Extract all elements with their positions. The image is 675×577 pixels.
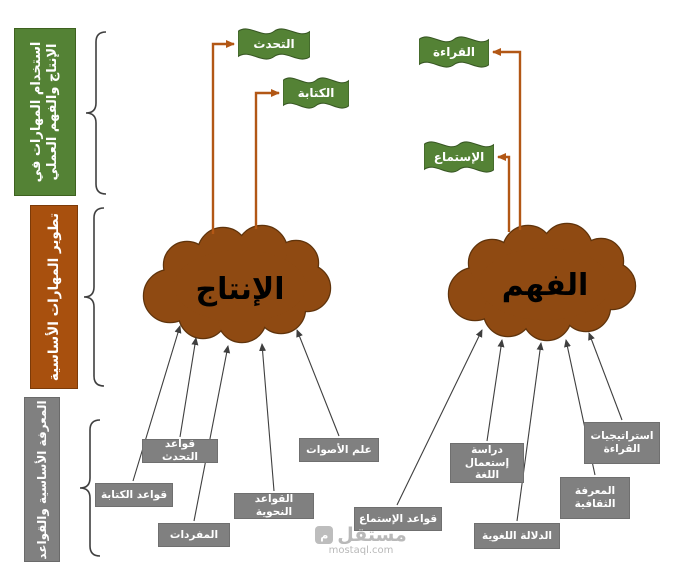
mostaql-logo-icon: م: [315, 526, 334, 544]
arrow-vocabulary: [193, 345, 231, 522]
arrow-phonetics: [296, 329, 340, 437]
arrow-grammar-rules: [259, 343, 275, 492]
connector-comprehension-reading: [492, 48, 522, 230]
production-cloud: [142, 224, 332, 344]
box-semantics: الدلالة اللغوية: [474, 523, 560, 549]
watermark-domain: mostaql.com: [328, 545, 394, 556]
comprehension-cloud: [447, 222, 637, 342]
flag-writing-label: الكتابة: [297, 86, 335, 100]
box-listening-rules: قواعد الإستماع: [354, 507, 442, 531]
flag-shape: [238, 28, 310, 60]
flag-listening-label: الإستماع: [433, 150, 485, 164]
box-language-use: دراسة إستعمال اللغة: [450, 443, 524, 483]
comprehension-cloud-label: الفهم: [501, 267, 589, 303]
brace-development: [83, 207, 105, 387]
box-writing-rules: قواعد الكتابة: [95, 483, 173, 507]
arrow-listening-rules: [396, 329, 483, 506]
stage-development-label: تطوير المهارات الأساسية: [45, 212, 62, 382]
watermark-name: مستقل: [337, 524, 407, 546]
box-phonetics: علم الأصوات: [299, 438, 379, 462]
brace-foundation: [79, 419, 101, 557]
flag-reading-label: القراءة: [432, 45, 476, 59]
box-cultural-knowledge: المعرفة الثقافية: [560, 477, 630, 519]
connector-production-writing: [254, 89, 280, 229]
watermark: م مستقل mostaql.com: [315, 524, 407, 556]
flag-writing: الكتابة: [283, 73, 349, 113]
flag-shape: [283, 77, 349, 109]
stage-usage-label: استخدام المهارات في الإنتاج والفهم العمل…: [28, 41, 60, 183]
stage-foundation-box: المعرفة الأساسية والقواعد: [24, 397, 60, 562]
stage-foundation-label: المعرفة الأساسية والقواعد: [34, 399, 49, 560]
flag-shape: [424, 141, 494, 173]
box-speaking-rules: قواعد التحدث: [142, 438, 218, 463]
flag-listening: الإستماع: [424, 137, 494, 177]
stage-development-box: تطوير المهارات الأساسية: [30, 205, 78, 389]
arrow-speaking-rules: [179, 337, 199, 438]
watermark-row: م مستقل: [315, 524, 407, 546]
flag-speaking: التحدث: [238, 24, 310, 64]
flag-shape: [419, 36, 489, 68]
arrow-reading-strategies: [588, 332, 623, 421]
connector-production-speaking: [211, 40, 235, 234]
arrow-language-use: [486, 339, 505, 442]
box-reading-strategies: استراتيجيات القراءة: [584, 422, 660, 464]
box-vocabulary: المفردات: [158, 523, 230, 547]
brace-usage: [85, 31, 107, 195]
flag-speaking-label: التحدث: [253, 37, 295, 51]
production-cloud-label: الإنتاج: [195, 271, 285, 307]
stage-usage-box: استخدام المهارات في الإنتاج والفهم العمل…: [14, 28, 76, 196]
flag-reading: القراءة: [419, 32, 489, 72]
arrow-writing-rules: [132, 325, 182, 482]
connector-comprehension-listening: [497, 153, 511, 232]
box-grammar-rules: القواعد النحوية: [234, 493, 314, 519]
arrow-semantics: [516, 342, 544, 522]
